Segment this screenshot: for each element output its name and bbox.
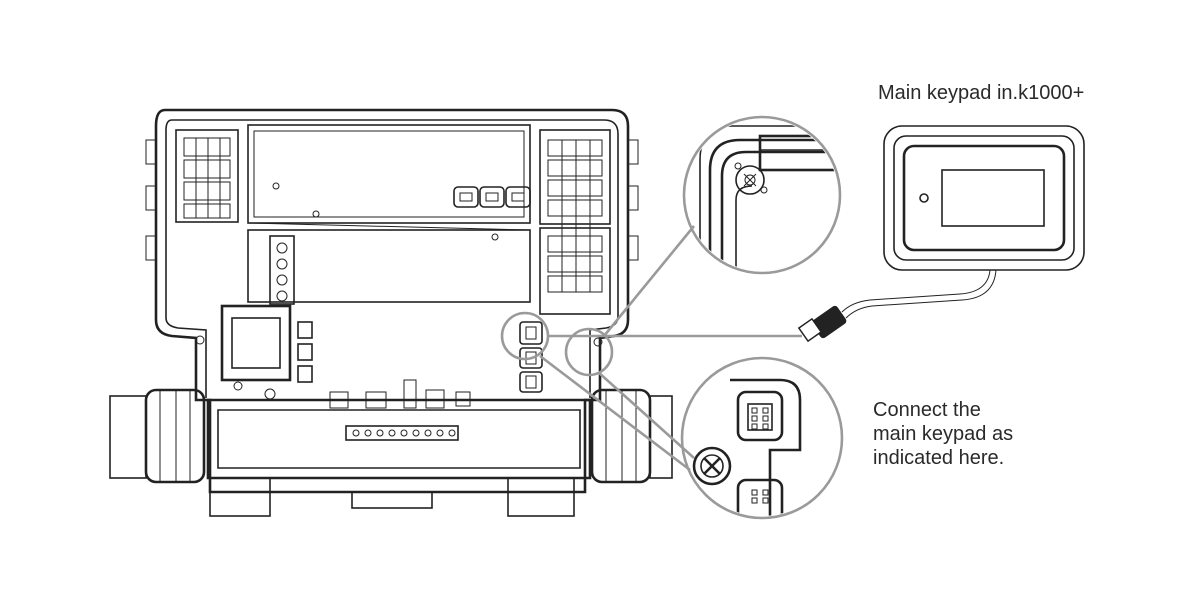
connect-note: Connect the main keypad as indicated her… [873, 398, 1093, 470]
keypad-title: Main keypad in.k1000+ [878, 82, 1085, 104]
top-plugs [453, 186, 531, 208]
vertical-terminal-strip [269, 235, 295, 305]
keypad-in-k1000 [883, 125, 1085, 271]
left-terminal-block [175, 129, 239, 223]
heater-body [109, 388, 673, 517]
connect-note-line-1: Connect the [873, 399, 981, 421]
zoom-circle-corner-detail [682, 115, 842, 275]
connect-note-line-3: indicated here. [873, 447, 1005, 469]
zoom-circle-port-detail [680, 356, 844, 520]
transformer [220, 304, 292, 400]
side-tabs [145, 139, 639, 261]
keypad-cable [797, 269, 997, 343]
control-box [109, 108, 673, 517]
pcb-components [329, 379, 471, 409]
right-terminal-blocks [539, 129, 611, 315]
callout-locators [500, 225, 802, 472]
relays [297, 321, 313, 383]
bottom-terminal-strip [345, 425, 459, 441]
connect-note-line-2: main keypad as [873, 423, 1014, 445]
cable-connector-plug [797, 305, 847, 343]
